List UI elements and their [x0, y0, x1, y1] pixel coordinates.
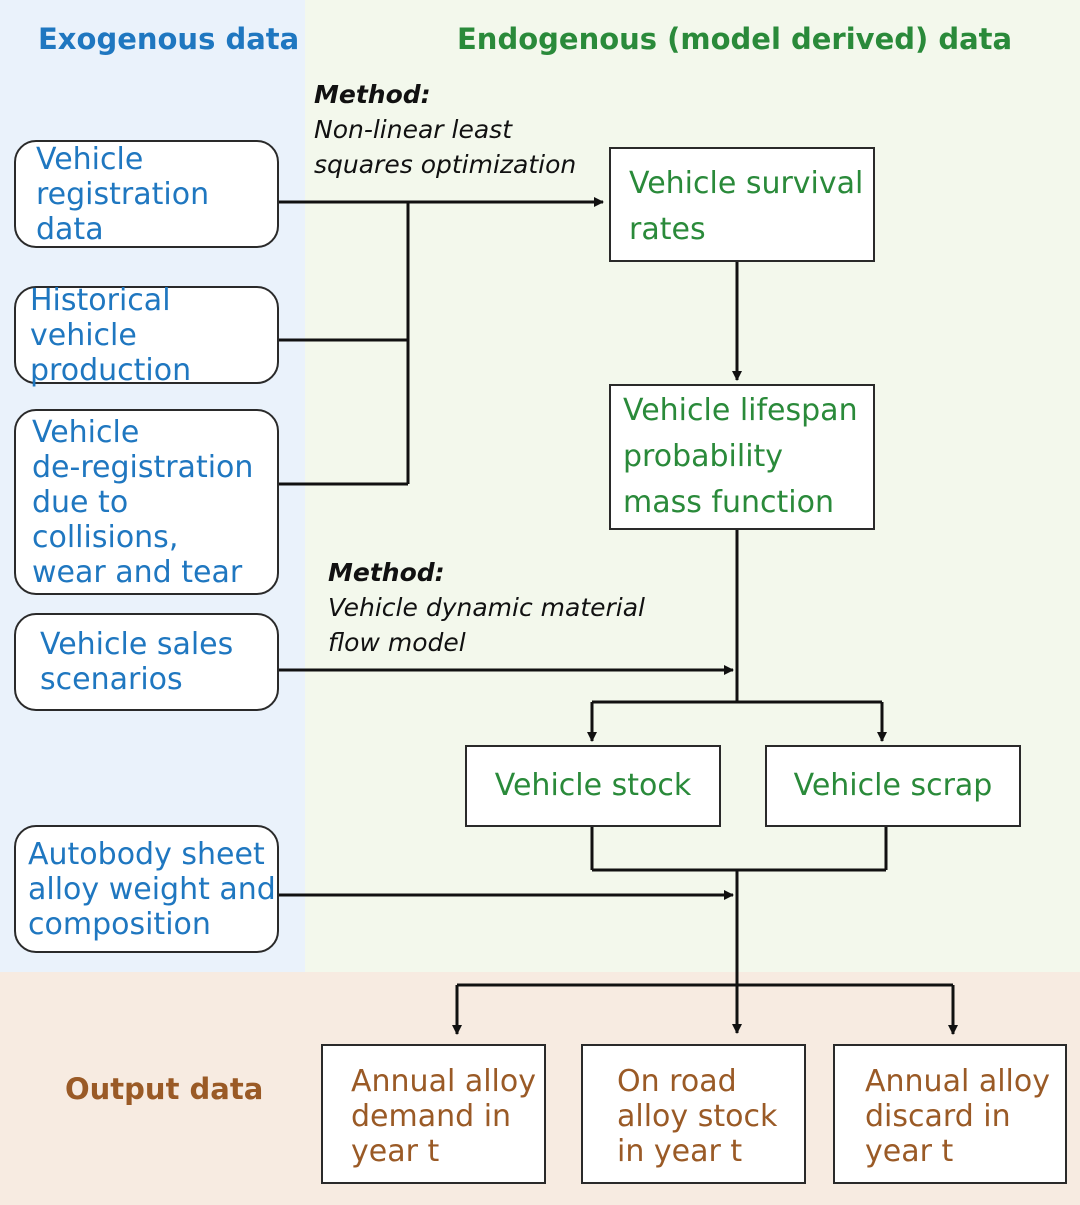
method-annotation-optimization: Method: Non-linear least squares optimiz… [314, 80, 577, 179]
box-vehicle-stock: Vehicle stock [465, 745, 721, 827]
input-vehicle-sales-scenarios: Vehicle sales scenarios [14, 613, 279, 711]
exogenous-heading: Exogenous data [38, 22, 300, 56]
input-autobody-sheet-alloy: Autobody sheet alloy weight and composit… [14, 825, 279, 953]
endogenous-heading: Endogenous (model derived) data [457, 22, 1013, 56]
box-survival-rates: Vehicle survival rates [609, 147, 875, 262]
input-historical-production: Historical vehicle production [14, 283, 279, 388]
output-annual-alloy-demand: Annual alloy demand in year t [321, 1044, 546, 1184]
box-lifespan-pmf: Vehicle lifespan probability mass functi… [609, 384, 875, 530]
input-vehicle-registration: Vehicle registration data [14, 140, 279, 248]
output-annual-alloy-discard: Annual alloy discard in year t [833, 1044, 1067, 1184]
method-annotation-flow-model: Method: Vehicle dynamic material flow mo… [328, 558, 645, 657]
output-heading: Output data [65, 1072, 264, 1106]
input-vehicle-deregistration: Vehicle de-registration due to collision… [14, 409, 279, 595]
box-vehicle-scrap: Vehicle scrap [765, 745, 1021, 827]
output-on-road-alloy-stock: On road alloy stock in year t [581, 1044, 806, 1184]
